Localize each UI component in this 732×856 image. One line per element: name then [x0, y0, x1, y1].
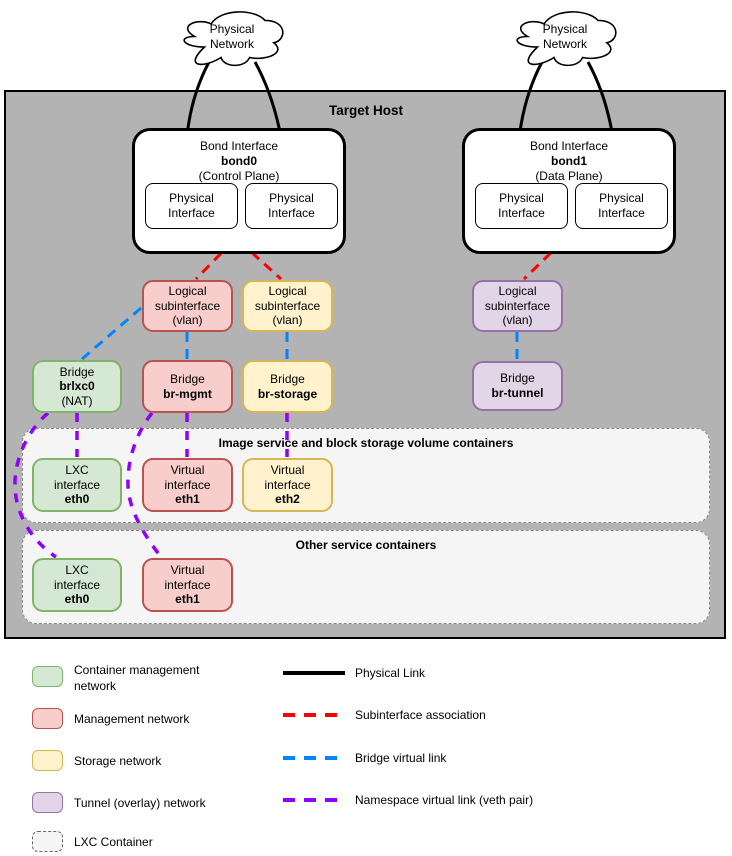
bond-name: bond1 [551, 154, 587, 168]
interface-name: eth1 [175, 592, 200, 607]
cloud-label-left: Physical Network [209, 22, 255, 51]
interface-type-label: Virtual interface [164, 463, 211, 492]
target-host-title: Target Host [328, 103, 403, 118]
physical-interface-box: Physical Interface [245, 183, 338, 229]
legend-label: Storage network [74, 754, 162, 768]
container-section-title: Image service and block storage volume c… [218, 436, 514, 450]
bond-name: bond0 [221, 154, 257, 168]
bridge-name: br-storage [257, 386, 318, 401]
legend-swatch-container-mgmt [32, 666, 63, 687]
bridge-type-label: Bridge [270, 371, 305, 386]
bond-plane-label: (Control Plane) [198, 169, 280, 183]
subinterface-tunnel-box: Logical subinterface (vlan) [472, 280, 563, 332]
bridge-br-storage-box: Bridge br-storage [242, 360, 333, 413]
legend-swatch-tunnel [32, 792, 63, 813]
interface-name: eth0 [64, 592, 90, 607]
legend-label: Management network [74, 712, 190, 726]
physical-interface-box: Physical Interface [145, 183, 238, 229]
bridge-brlxc0-box: Bridge brlxc0 (NAT) [32, 360, 122, 413]
legend-label: Subinterface association [355, 708, 486, 722]
legend-label: Physical Link [355, 666, 426, 680]
container1-eth1-box: Virtual interface eth1 [142, 458, 233, 512]
interface-type-label: Virtual interface [264, 463, 311, 492]
container-section-title: Other service containers [295, 538, 437, 552]
container-section-other-services: Other service containers [22, 530, 710, 624]
legend-label: Bridge virtual link [355, 751, 447, 765]
container1-eth2-box: Virtual interface eth2 [242, 458, 333, 512]
legend-swatch-storage [32, 750, 63, 771]
legend-label: Tunnel (overlay) network [74, 796, 206, 810]
interface-name: eth1 [175, 492, 200, 507]
bridge-type-label: Bridge [500, 371, 535, 386]
bond-type-label: Bond Interface [529, 139, 609, 153]
legend-swatch-lxc-container [32, 831, 63, 852]
bridge-name: br-tunnel [491, 386, 544, 400]
bridge-name: brlxc0 [59, 379, 95, 394]
bridge-suffix-label: (NAT) [61, 393, 93, 408]
legend-swatch-management [32, 708, 63, 729]
bond-plane-label: (Data Plane) [535, 169, 603, 183]
bridge-type-label: Bridge [59, 364, 95, 379]
bridge-type-label: Bridge [170, 371, 205, 386]
subinterface-storage-box: Logical subinterface (vlan) [242, 280, 333, 332]
container2-eth1-box: Virtual interface eth1 [142, 558, 233, 612]
bond1-box: Bond Interface bond1 (Data Plane) Physic… [462, 128, 676, 254]
physical-interface-box: Physical Interface [575, 183, 668, 229]
interface-name: eth0 [64, 492, 90, 507]
legend-line-subinterface [283, 713, 345, 717]
bridge-br-mgmt-box: Bridge br-mgmt [142, 360, 233, 413]
interface-type-label: Virtual interface [164, 563, 211, 592]
legend-line-bridge-virtual [283, 756, 345, 760]
subinterface-mgmt-box: Logical subinterface (vlan) [142, 280, 233, 332]
physical-interface-box: Physical Interface [475, 183, 568, 229]
bridge-br-tunnel-box: Bridge br-tunnel [472, 361, 563, 411]
bond0-box: Bond Interface bond0 (Control Plane) Phy… [132, 128, 346, 254]
bond-type-label: Bond Interface [199, 139, 279, 153]
legend-label: LXC Container [74, 835, 153, 849]
legend-label: Container management network [74, 663, 200, 693]
container-section-image-storage: Image service and block storage volume c… [22, 428, 710, 523]
container1-eth0-box: LXC interface eth0 [32, 458, 122, 512]
legend-line-physical [283, 671, 345, 675]
legend-line-namespace-veth [283, 798, 345, 802]
bridge-name: br-mgmt [163, 386, 212, 401]
interface-name: eth2 [275, 492, 300, 507]
legend-label: Namespace virtual link (veth pair) [355, 793, 534, 807]
interface-type-label: LXC interface [53, 463, 101, 492]
cloud-label-right: Physical Network [542, 22, 588, 51]
container2-eth0-box: LXC interface eth0 [32, 558, 122, 612]
interface-type-label: LXC interface [53, 563, 101, 592]
